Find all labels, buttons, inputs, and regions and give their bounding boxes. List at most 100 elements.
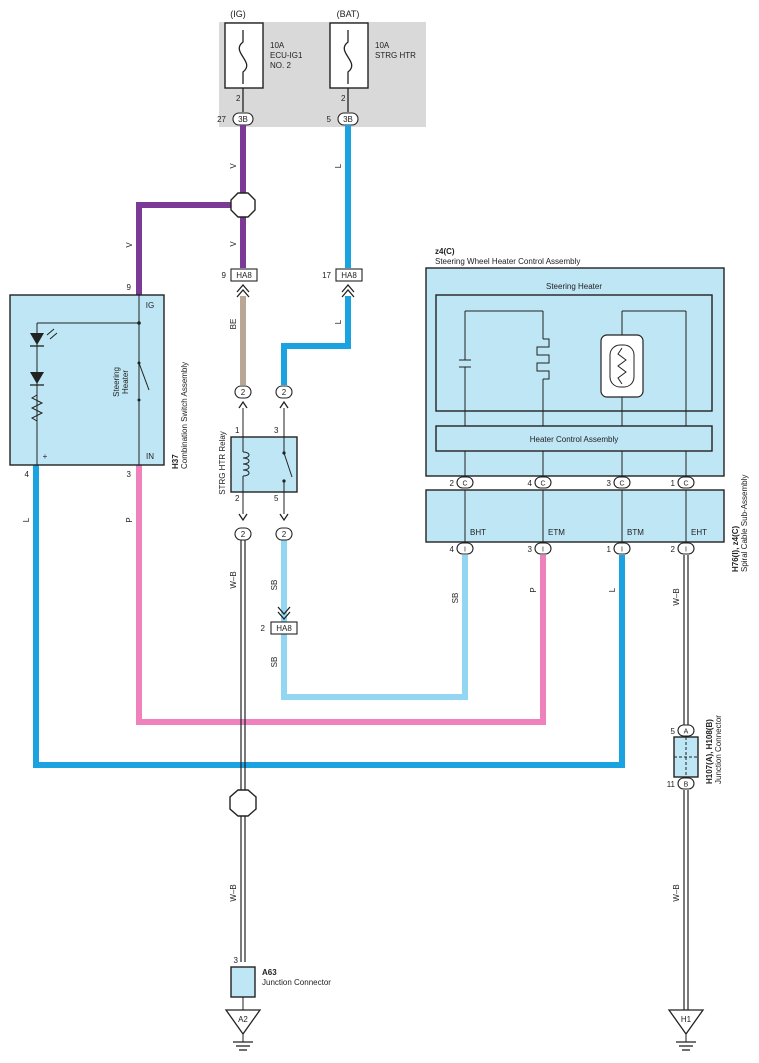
jc-h107-code: H107(A), H108(B) bbox=[705, 719, 714, 784]
heater-c-pin-2: 2 bbox=[450, 479, 455, 488]
relay-conn-bottom-right: 2 bbox=[282, 530, 287, 539]
combo-code: H37 bbox=[171, 454, 180, 469]
wire-l-loop bbox=[33, 465, 625, 768]
relay-pin-1: 1 bbox=[235, 426, 240, 435]
ground-h1-label: H1 bbox=[681, 1015, 692, 1024]
relay-conn-bottom-left: 2 bbox=[241, 530, 246, 539]
wire-wb-right bbox=[683, 555, 689, 1010]
jc-h108-conn-b: B bbox=[684, 782, 689, 789]
wire-label-be: BE bbox=[229, 319, 238, 330]
combo-term-in: IN bbox=[146, 452, 154, 461]
jc-h107-pin-a: 5 bbox=[671, 727, 676, 736]
heater-control-label: Heater Control Assembly bbox=[530, 435, 618, 444]
a63-code: A63 bbox=[262, 968, 277, 977]
wire-v-to-combo bbox=[136, 202, 231, 295]
relay-pin-5: 5 bbox=[274, 494, 279, 503]
wire-label-wb1: W–B bbox=[229, 571, 238, 588]
ha8-pin9-number: 9 bbox=[222, 271, 227, 280]
wire-label-l3: L bbox=[22, 517, 31, 522]
ha8-pin17-number: 17 bbox=[322, 271, 331, 280]
wire-label-v2: V bbox=[125, 242, 134, 248]
ground-a2-icon bbox=[224, 1009, 262, 1051]
ha8-pin2-label: HA8 bbox=[276, 624, 292, 633]
combo-name: Combination Switch Assembly bbox=[180, 362, 189, 469]
fuse-ig-pin: 2 bbox=[236, 94, 241, 103]
relay-conn-top-left: 2 bbox=[241, 388, 246, 397]
combo-pin-in: 3 bbox=[127, 470, 132, 479]
fuse-ig-symbol bbox=[238, 30, 248, 84]
relay-connectors-bottom bbox=[234, 492, 293, 541]
combo-switch-label-2: Heater bbox=[121, 370, 130, 394]
supply-bat-label: (BAT) bbox=[337, 9, 360, 19]
jc-h107-name: Junction Connector bbox=[714, 715, 723, 784]
junction-connector-a63 bbox=[230, 966, 256, 998]
wire-label-p2: P bbox=[529, 587, 538, 592]
ground-h1-icon bbox=[667, 1009, 705, 1051]
heater-c-pin-c-conn: C bbox=[619, 481, 624, 488]
fuse-ig-name-2: NO. 2 bbox=[270, 61, 291, 70]
fuse-ig-name-1: ECU-IG1 bbox=[270, 51, 303, 60]
wire-label-l1: L bbox=[334, 163, 343, 168]
combo-switch-label-1: Steering bbox=[112, 367, 121, 397]
ha8-pin17-label: HA8 bbox=[341, 271, 357, 280]
conn-3b-ig-label: 3B bbox=[238, 115, 248, 124]
heater-c-pin-b-conn: C bbox=[540, 481, 545, 488]
heater-ctrl-code: z4(C) bbox=[435, 247, 455, 256]
connector-ha8-pin9 bbox=[230, 268, 258, 298]
spiral-term-bht: BHT bbox=[470, 528, 486, 537]
spiral-term-eht: EHT bbox=[691, 528, 707, 537]
combo-term-ig: IG bbox=[146, 301, 154, 310]
jc-h107-conn-a: A bbox=[684, 729, 689, 736]
relay-connectors-top bbox=[234, 385, 293, 437]
combo-pin-plus: 4 bbox=[25, 470, 30, 479]
wire-label-l2: L bbox=[334, 319, 343, 324]
a63-name: Junction Connector bbox=[262, 978, 331, 987]
junction-connector-h107 bbox=[673, 724, 699, 790]
spiral-cable-assembly bbox=[425, 489, 725, 543]
spiral-pin-3: 3 bbox=[528, 545, 533, 554]
spiral-conn-c: I bbox=[621, 547, 623, 554]
relay-conn-top-right: 2 bbox=[282, 388, 287, 397]
heater-c-pin-d-conn: C bbox=[683, 481, 688, 488]
fuse-strg-htr bbox=[329, 22, 369, 112]
fuse-bat-rating: 10A bbox=[375, 41, 390, 50]
relay-pin-3: 3 bbox=[274, 426, 279, 435]
spiral-conn-b: I bbox=[542, 547, 544, 554]
conn-3b-bat-label: 3B bbox=[343, 115, 353, 124]
spiral-pin-4: 4 bbox=[450, 545, 455, 554]
heater-control-box bbox=[435, 425, 713, 452]
relay-name: STRG HTR Relay bbox=[218, 431, 227, 495]
wire-p bbox=[136, 465, 546, 725]
steering-heater-label: Steering Heater bbox=[546, 282, 602, 291]
spiral-pin-2: 2 bbox=[671, 545, 676, 554]
fuse-bat-symbol bbox=[343, 30, 353, 84]
a63-pin: 3 bbox=[234, 956, 239, 965]
wire-label-sb2: SB bbox=[270, 580, 279, 591]
splice-v bbox=[230, 192, 256, 218]
connector-ha8-pin17 bbox=[335, 268, 363, 298]
relay-pin-2: 2 bbox=[235, 494, 240, 503]
fuse-bat-name: STRG HTR bbox=[375, 51, 416, 60]
conn-3b-bat-pin: 5 bbox=[327, 115, 332, 124]
spiral-conn-d: I bbox=[685, 547, 687, 554]
spiral-conn-a: I bbox=[464, 547, 466, 554]
relay-body bbox=[230, 436, 298, 493]
wire-label-l4: L bbox=[608, 587, 617, 592]
heater-c-pin-a-conn: C bbox=[462, 481, 467, 488]
spiral-code: H76(I), z4(C) bbox=[731, 525, 740, 572]
combo-pin-ig: 9 bbox=[127, 283, 132, 292]
wire-label-sb1: SB bbox=[451, 593, 460, 604]
heater-c-pin-3: 3 bbox=[607, 479, 612, 488]
ha8-pin9-label: HA8 bbox=[236, 271, 252, 280]
combo-term-plus: + bbox=[43, 452, 48, 461]
wire-label-wb2: W–B bbox=[229, 884, 238, 901]
wire-sb-to-spiral bbox=[281, 555, 468, 700]
jc-h108-pin-b: 11 bbox=[667, 780, 676, 789]
ha8-pin2-number: 2 bbox=[261, 624, 266, 633]
wire-l-to-relay bbox=[281, 296, 351, 385]
supply-ig-label: (IG) bbox=[230, 9, 246, 19]
relay-coil-symbol bbox=[242, 437, 250, 492]
wire-label-v1: V bbox=[229, 163, 238, 169]
wire-label-v3: V bbox=[229, 241, 238, 247]
spiral-term-etm: ETM bbox=[548, 528, 565, 537]
